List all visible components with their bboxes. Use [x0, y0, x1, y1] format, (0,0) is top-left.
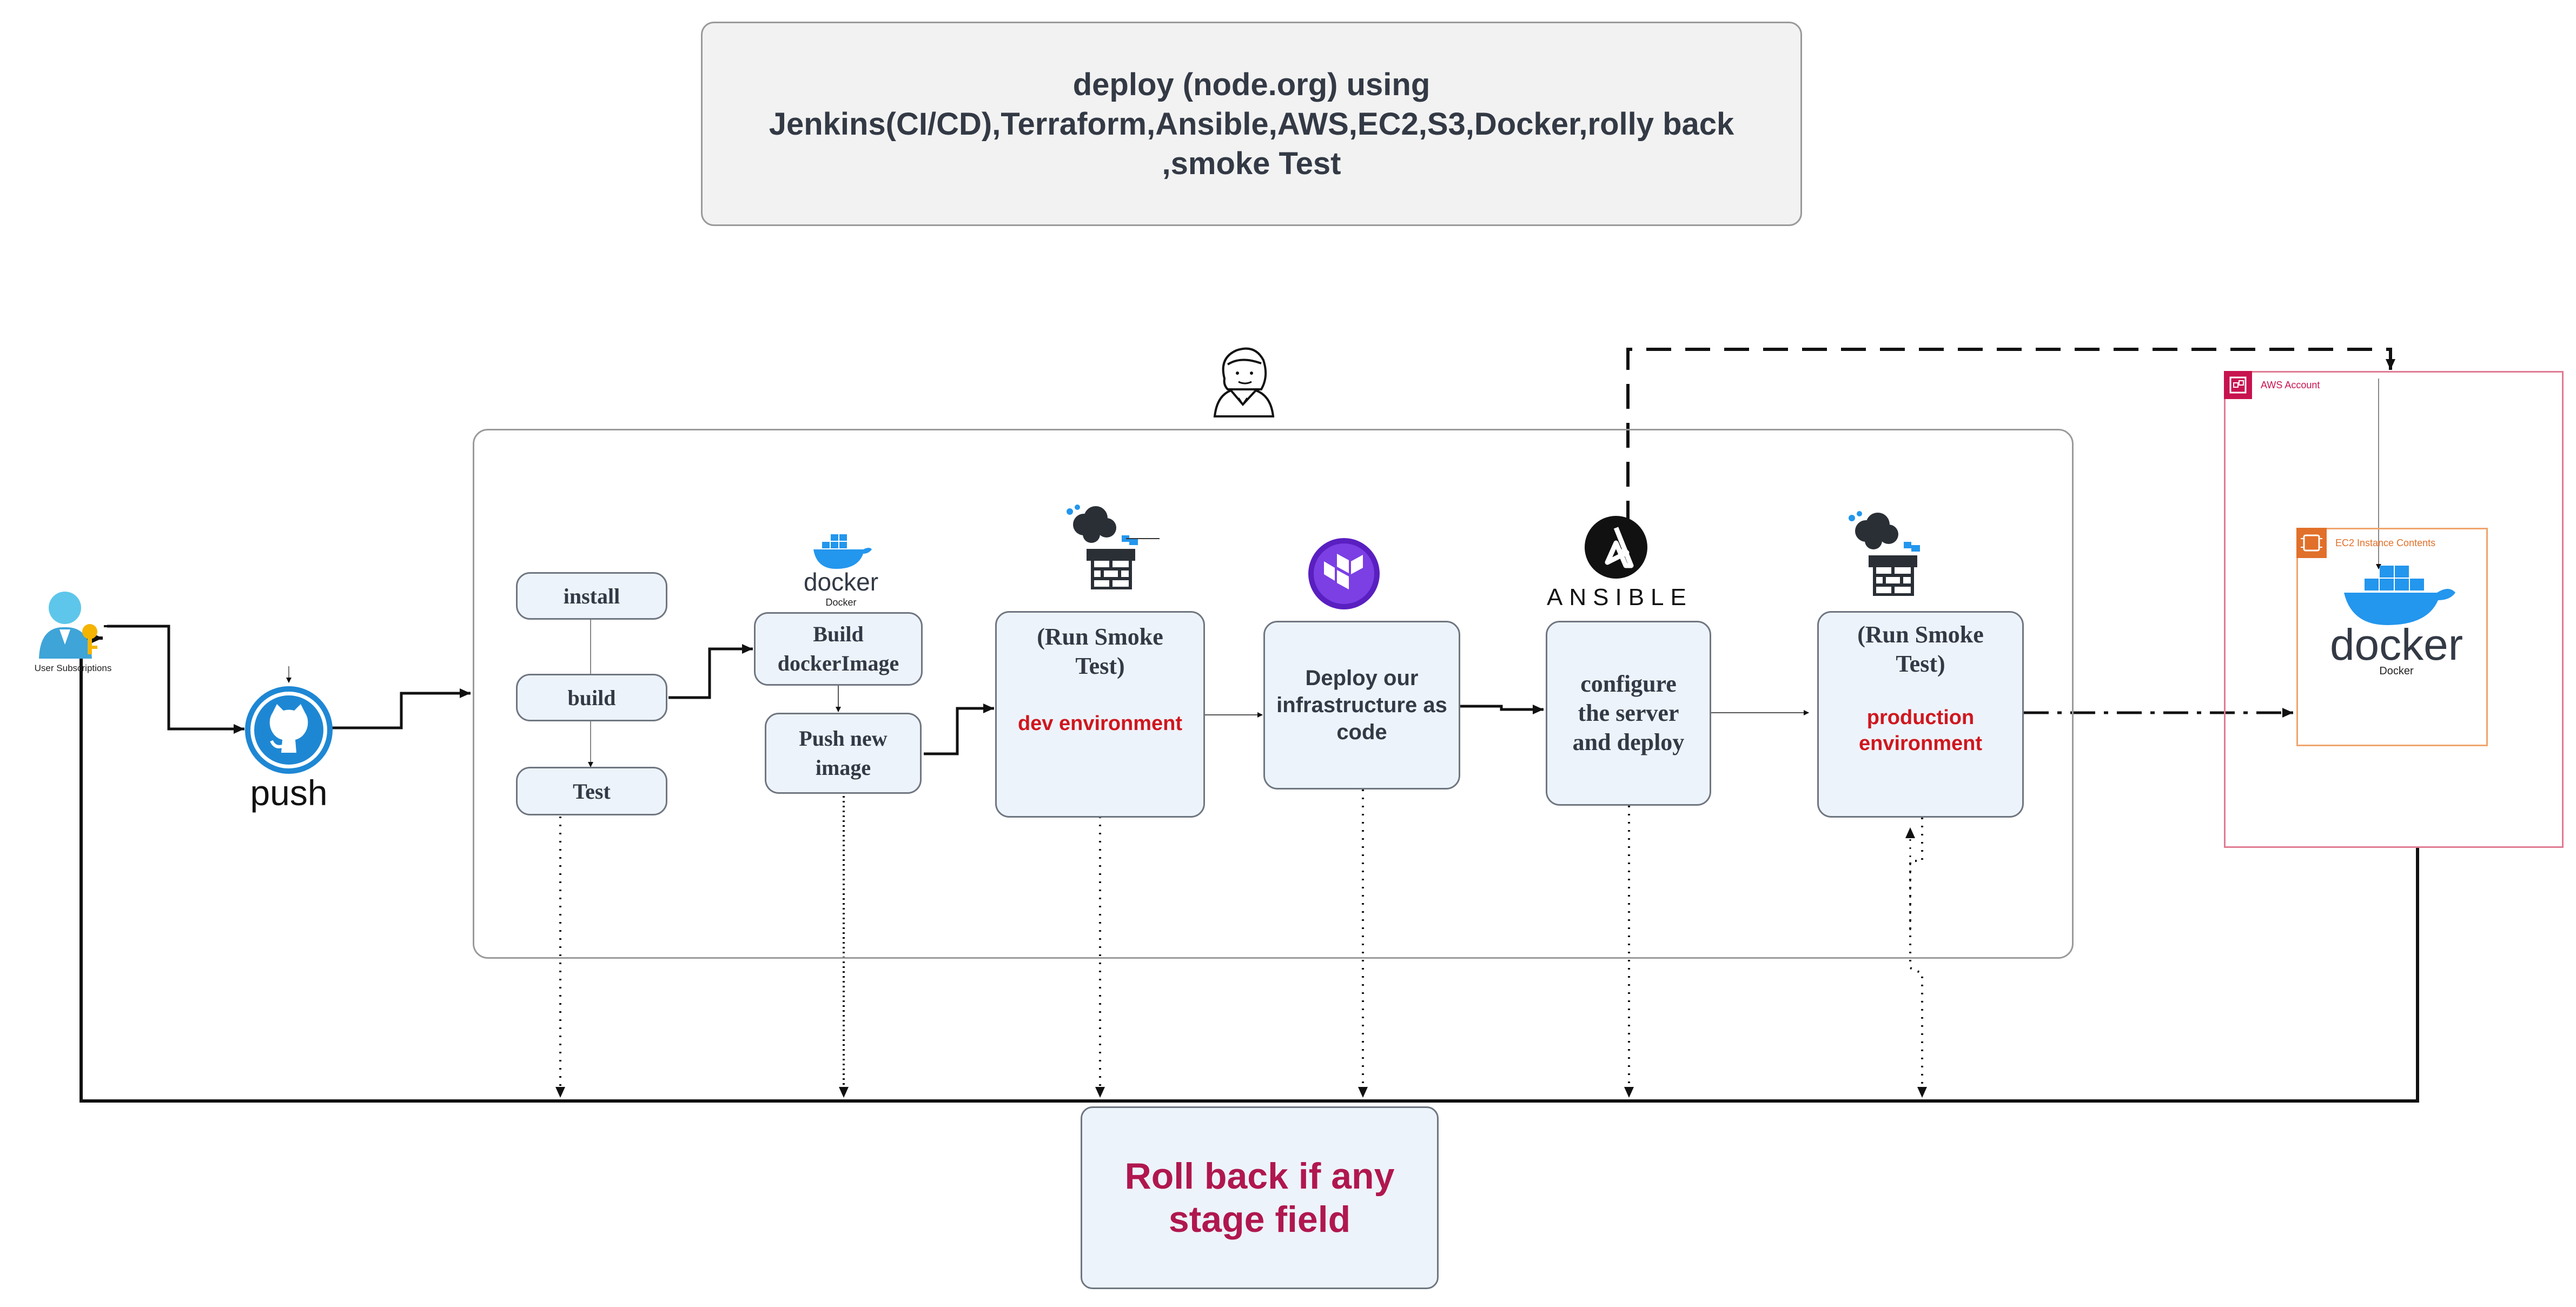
user-icon: [36, 588, 101, 664]
key-icon: [82, 624, 97, 654]
edge-github-pipeline: [332, 688, 471, 729]
stage-deploy-infra[interactable]: Deploy our infrastructure as code: [1263, 621, 1460, 789]
rollback-box: Roll back if any stage field: [1081, 1106, 1439, 1289]
docker-icon: [806, 530, 876, 573]
edge-github-user: [104, 625, 244, 730]
title-box: deploy (node.org) using Jenkins(CI/CD),T…: [701, 22, 1802, 226]
user-label: User Subscriptions: [34, 663, 112, 673]
smoke-prod-env-line1: production: [1866, 706, 1975, 729]
stage-smoke-dev[interactable]: (Run Smoke Test) dev environment: [995, 611, 1205, 818]
smoke-prod-line2: Test): [1896, 651, 1945, 677]
smoke-prod-line1: (Run Smoke: [1857, 621, 1984, 648]
stage-install-label: install: [563, 583, 620, 608]
build-image-line2: dockerImage: [777, 651, 899, 675]
terraform-icon: [1308, 538, 1380, 610]
configure-line2: the server: [1578, 700, 1679, 726]
smoke-chimney-icon: [1061, 503, 1164, 590]
title-line-3: ,smoke Test: [1162, 145, 1341, 181]
stage-push-image[interactable]: Push new image: [765, 713, 922, 794]
stage-configure[interactable]: configure the server and deploy: [1546, 621, 1711, 806]
jenkins-icon: [1209, 344, 1277, 417]
smoke-dev-line1: (Run Smoke: [1037, 623, 1163, 650]
docker-large-caption: Docker: [2379, 665, 2414, 677]
title-line-1: deploy (node.org) using: [1072, 67, 1431, 102]
configure-line1: configure: [1580, 671, 1677, 697]
rollback-line2: stage field: [1168, 1199, 1351, 1240]
smoke-chimney-prod-icon: [1843, 509, 1935, 596]
edge-build-image: [668, 644, 753, 699]
stage-build-image[interactable]: Build dockerImage: [754, 612, 923, 686]
rollback-line1: Roll back if any: [1124, 1156, 1395, 1197]
aws-account-label: AWS Account: [2261, 380, 2320, 390]
smoke-prod-env-line2: environment: [1858, 732, 1983, 755]
edge-prod-rollback: [1909, 818, 1927, 1098]
docker-large-wordmark: docker: [2329, 620, 2464, 669]
deploy-infra-line2: infrastructure as: [1276, 693, 1447, 717]
github-icon[interactable]: [244, 686, 333, 774]
edge-infra-configure: [1460, 705, 1544, 714]
edge-push-smoke: [924, 704, 994, 755]
push-image-line2: image: [815, 755, 871, 780]
github-label: push: [250, 773, 328, 813]
smoke-dev-line2: Test): [1075, 653, 1125, 679]
stage-test[interactable]: Test: [516, 767, 667, 815]
ansible-icon: [1584, 515, 1648, 580]
smoke-dev-env: dev environment: [1017, 712, 1183, 735]
deploy-infra-line3: code: [1336, 720, 1387, 744]
aws-account-icon: [2224, 371, 2252, 399]
configure-line3: and deploy: [1572, 729, 1685, 755]
stage-test-label: Test: [573, 779, 611, 804]
docker-small-wordmark: docker: [803, 568, 879, 596]
ec2-icon: [2296, 528, 2327, 558]
aws-account-frame: [2224, 371, 2564, 848]
edge-ansible-ec2: [1626, 348, 2395, 526]
stage-smoke-prod[interactable]: (Run Smoke Test) production environment: [1817, 611, 2024, 818]
build-image-line1: Build: [813, 622, 864, 646]
title-line-2: Jenkins(CI/CD),Terraform,Ansible,AWS,EC2…: [769, 106, 1734, 142]
ec2-frame: [2296, 528, 2488, 746]
docker-large-icon: [2331, 562, 2461, 627]
push-image-line1: Push new: [799, 726, 888, 751]
docker-small-caption: Docker: [825, 597, 857, 608]
ansible-wordmark: ANSIBLE: [1547, 584, 1693, 611]
stage-build[interactable]: build: [516, 674, 667, 721]
edge-user-github: [107, 625, 244, 734]
ec2-label: EC2 Instance Contents: [2335, 538, 2436, 548]
jenkins-pipeline-frame: [473, 429, 2074, 959]
stage-install[interactable]: install: [516, 572, 667, 620]
deploy-infra-line1: Deploy our: [1305, 666, 1419, 690]
stage-build-label: build: [567, 685, 616, 710]
